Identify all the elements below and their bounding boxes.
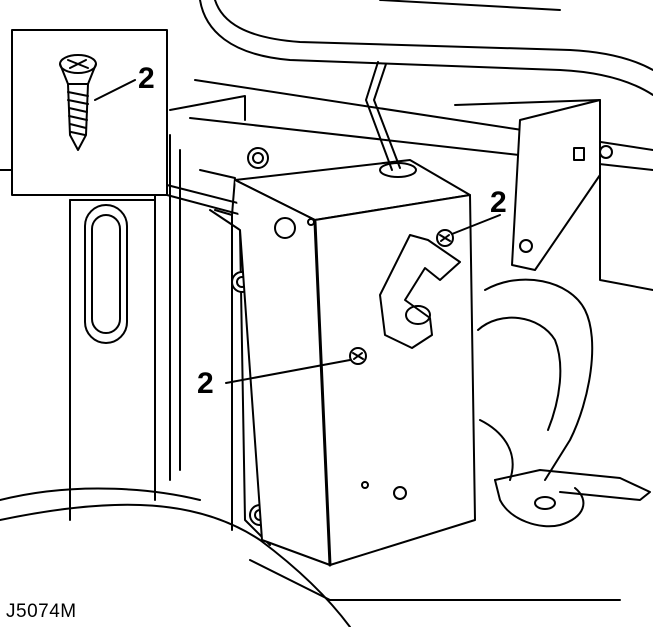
callout-upper-screw: 2 [490, 186, 507, 219]
screw-detail-inset [11, 29, 286, 226]
right-bracket [454, 99, 613, 271]
callout-screw-detail: 2 [138, 62, 155, 95]
figure-id: J5074M [6, 601, 77, 622]
callout-lower-screw: 2 [197, 367, 214, 400]
leader-line [94, 79, 136, 101]
upper-leader-line [451, 214, 501, 235]
upper-fixing-screw [436, 229, 454, 247]
oval-slot [84, 204, 128, 344]
seat-belt-webbing [477, 278, 651, 528]
countersunk-screw-icon [59, 54, 97, 151]
locking-rod [365, 61, 401, 171]
lower-fixing-screw [349, 347, 367, 365]
latch-mechanism [379, 234, 461, 349]
lower-leader-line [225, 359, 351, 384]
